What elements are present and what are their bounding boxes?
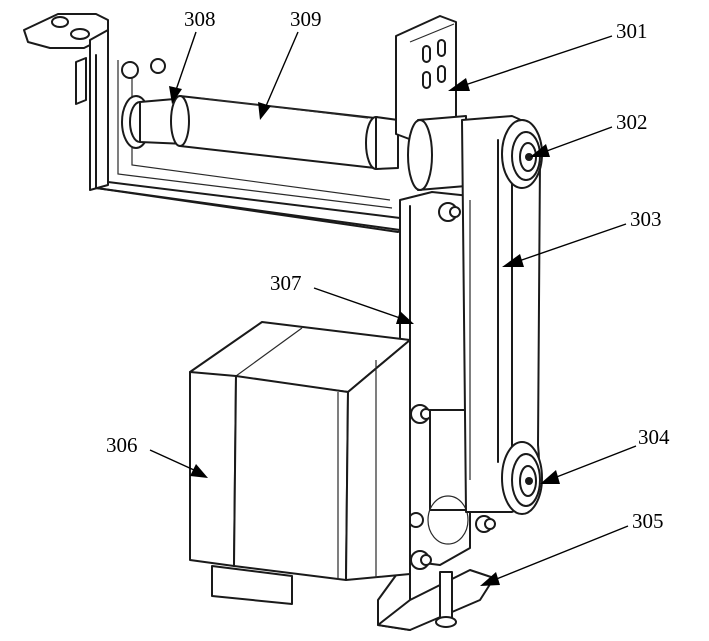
leader-line-302 — [543, 126, 613, 153]
leader-line-309 — [265, 31, 299, 107]
callout-302: 302 — [530, 110, 648, 157]
arrowhead-302 — [530, 144, 550, 157]
arrowhead-306 — [190, 464, 208, 478]
callout-301: 301 — [448, 19, 648, 91]
arrowhead-304 — [540, 470, 560, 484]
arrowhead-301 — [448, 78, 470, 91]
leader-line-307 — [313, 287, 401, 319]
arrowhead-307 — [396, 311, 414, 324]
callout-305: 305 — [480, 509, 664, 586]
leader-line-301 — [461, 35, 613, 87]
belt-drive — [407, 115, 543, 515]
callout-label-308: 308 — [184, 7, 216, 31]
callout-label-305: 305 — [632, 509, 664, 533]
leader-line-308 — [175, 31, 197, 91]
leader-line-304 — [553, 445, 637, 479]
arrowhead-309 — [258, 102, 271, 120]
callout-307: 307 — [270, 271, 414, 324]
callout-309: 309 — [258, 7, 322, 120]
leader-line-305 — [493, 525, 629, 581]
callout-label-304: 304 — [638, 425, 670, 449]
callout-label-306: 306 — [106, 433, 138, 457]
callout-label-303: 303 — [630, 207, 662, 231]
motor-plate-307 — [377, 191, 496, 631]
leader-line-303 — [515, 223, 627, 263]
callout-303: 303 — [502, 207, 662, 267]
callout-label-302: 302 — [616, 110, 648, 134]
callouts: 301 302 303 304 305 306 — [106, 7, 670, 586]
callout-306: 306 — [106, 433, 208, 478]
arrowhead-303 — [502, 254, 524, 267]
roller-assembly — [121, 95, 399, 170]
callout-308: 308 — [169, 7, 216, 104]
callout-304: 304 — [540, 425, 670, 484]
arrowhead-308 — [169, 86, 182, 104]
callout-label-301: 301 — [616, 19, 648, 43]
leader-line-306 — [149, 449, 195, 471]
callout-label-307: 307 — [270, 271, 302, 295]
stepper-motor-306 — [189, 321, 411, 605]
callout-label-309: 309 — [290, 7, 322, 31]
arrowhead-305 — [480, 572, 500, 586]
